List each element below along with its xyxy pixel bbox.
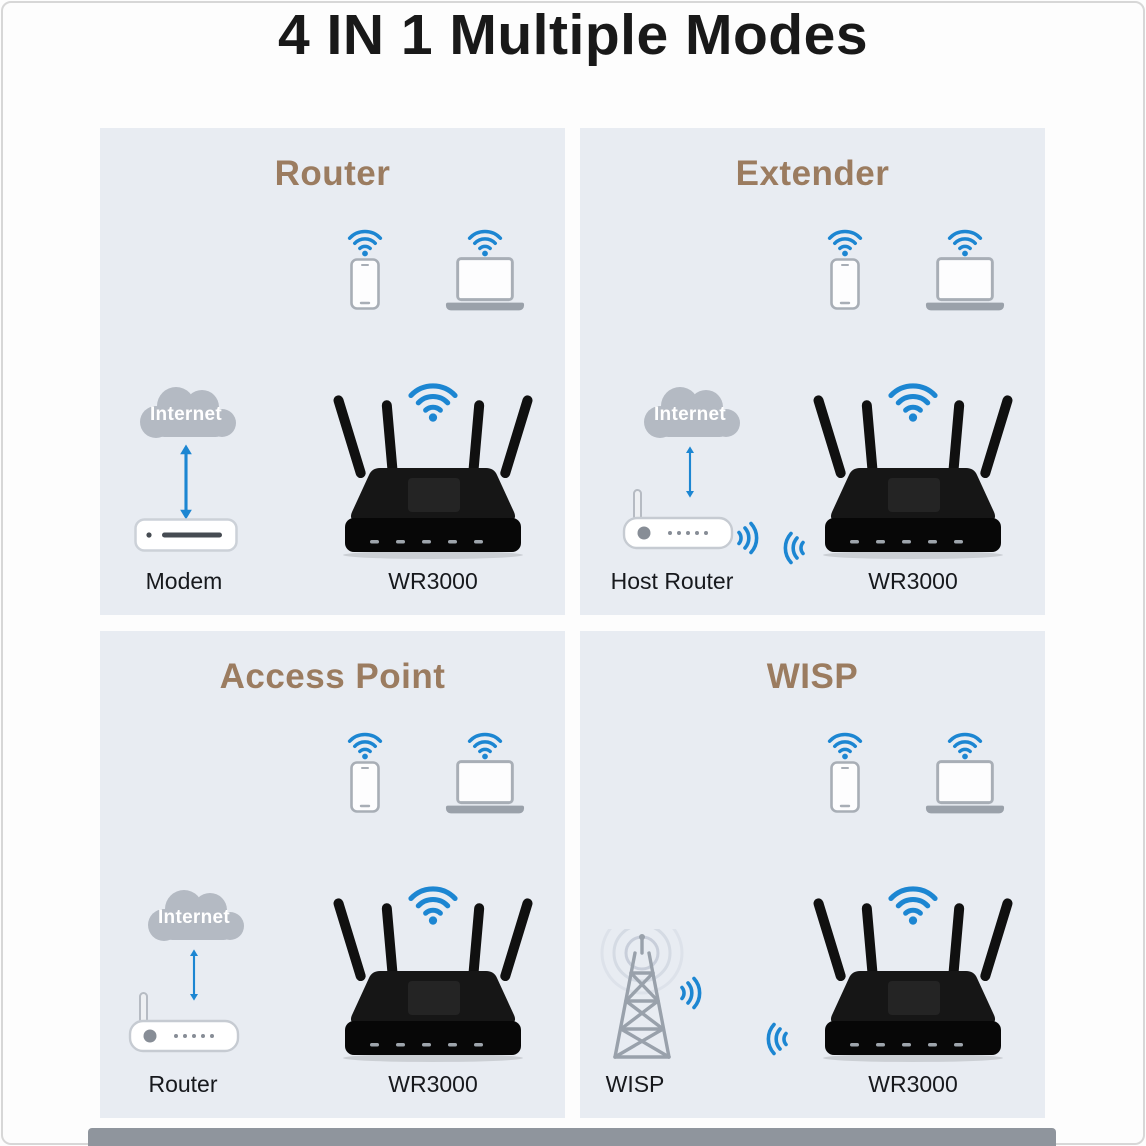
laptop-icon [924,256,1006,314]
bottom-strip [88,1128,1056,1146]
laptop-icon [444,759,526,817]
panel-access-point-mode: Access Point Internet Router WR3000 [100,631,565,1118]
radio-waves-icon [780,528,810,568]
panel-title: WISP [766,657,859,696]
host-router-icon [622,488,734,552]
router-model-label: WR3000 [868,1071,958,1097]
smartphone-icon [350,258,380,310]
smartphone-icon [830,761,860,813]
connection-arrow-icon [177,444,195,520]
internet-cloud-label: Internet [157,907,231,928]
internet-cloud-label: Internet [653,404,727,425]
panel-title: Router [274,154,391,193]
wifi-signal-icon [463,729,507,761]
laptop-icon [924,759,1006,817]
smartphone-icon [830,258,860,310]
internet-cloud: Internet [138,883,250,947]
router-model-label: WR3000 [388,1071,478,1097]
wifi-signal-icon [343,226,387,258]
source-device-label: Host Router [610,568,734,594]
router-model-label: WR3000 [388,568,478,594]
router-model-label: WR3000 [868,568,958,594]
wr3000-router-icon [330,893,536,1063]
source-device-label: Router [148,1071,218,1097]
wifi-signal-icon [463,226,507,258]
source-device-label: Modem [145,568,223,594]
mode-grid: Router Internet Modem WR3000 Extender In… [100,128,1045,1118]
internet-cloud: Internet [634,380,746,444]
page-title: 4 IN 1 Multiple Modes [277,3,869,67]
wifi-signal-icon [943,729,987,761]
panel-title: Access Point [219,657,446,696]
wr3000-router-icon [810,893,1016,1063]
wifi-signal-icon [823,729,867,761]
smartphone-icon [350,761,380,813]
panel-wisp-mode: WISP WISP WR3000 [580,631,1045,1118]
wifi-signal-icon [343,729,387,761]
laptop-icon [444,256,526,314]
modem-icon [134,518,238,552]
internet-cloud: Internet [130,380,242,444]
source-router-icon [128,991,240,1055]
internet-cloud-label: Internet [149,404,223,425]
wr3000-router-icon [330,390,536,560]
panel-router-mode: Router Internet Modem WR3000 [100,128,565,615]
wifi-signal-icon [943,226,987,258]
panel-extender-mode: Extender Internet Host Router WR3000 [580,128,1045,615]
radio-waves-icon [732,518,762,558]
wr3000-router-icon [810,390,1016,560]
radio-waves-icon [763,1019,793,1059]
panel-title: Extender [735,154,890,193]
wifi-signal-icon [823,226,867,258]
source-device-label: WISP [605,1071,665,1097]
radio-waves-icon [675,973,705,1013]
